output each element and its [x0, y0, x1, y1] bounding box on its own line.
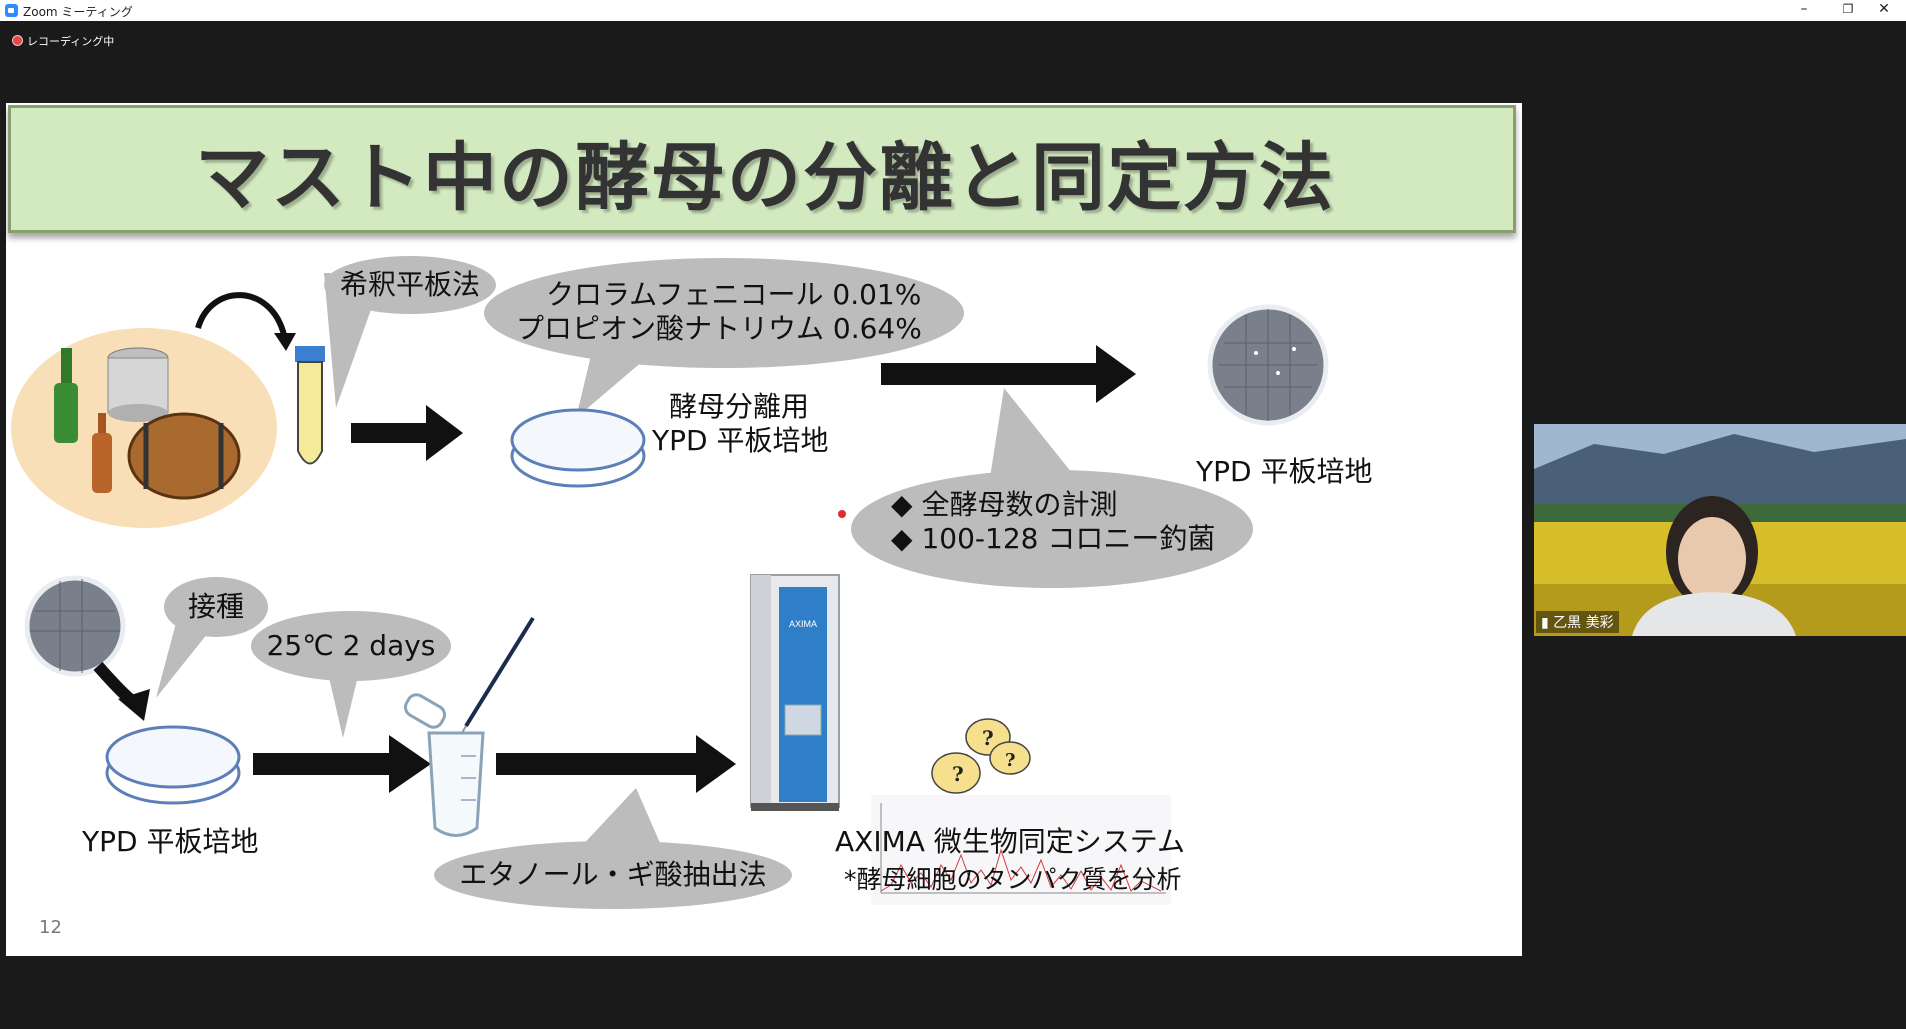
- dilution-bubble: 希釈平板法: [324, 256, 496, 314]
- plate-result-label: YPD 平板培地: [1196, 455, 1373, 488]
- laser-pointer-icon: [838, 510, 846, 518]
- wine-source-illustration: [11, 292, 296, 528]
- system-note: *酵母細胞のタンパク質を分析: [844, 865, 1182, 894]
- count-line-2: ◆ 100-128 コロニー釣菌: [891, 522, 1216, 555]
- window-titlebar: Zoom ミーティング – ❐ ✕: [0, 0, 1906, 21]
- petri-dish-2-icon: [105, 725, 241, 805]
- axima-instrument-image: AXIMA: [750, 574, 840, 811]
- incubation-bubble: 25℃ 2 days: [251, 611, 451, 681]
- extraction-bubble: エタノール・ギ酸抽出法: [434, 841, 792, 909]
- source-plate-photo: [24, 575, 150, 721]
- participant-name: 乙黒 美彩: [1553, 615, 1614, 631]
- plate-bottom-label: YPD 平板培地: [82, 825, 259, 858]
- inoculation-bubble: 接種: [164, 577, 268, 637]
- svg-text:?: ?: [1005, 750, 1016, 771]
- yeast-cells-icon: ? ? ?: [931, 718, 1031, 794]
- close-button[interactable]: ✕: [1878, 1, 1890, 17]
- test-tube-icon: [295, 346, 325, 465]
- arrow-right-4: [496, 735, 736, 793]
- slide-title-banner: マスト中の酵母の分離と同定方法: [8, 105, 1516, 233]
- svg-text:?: ?: [982, 726, 994, 750]
- participant-video-feed: [1534, 424, 1906, 636]
- slide-page-number: 12: [39, 917, 62, 938]
- signal-strength-icon: ▮: [1541, 615, 1549, 631]
- slide-title: マスト中の酵母の分離と同定方法: [195, 135, 1335, 221]
- isolation-label-line-1: 酵母分離用: [669, 390, 810, 423]
- count-line-1: ◆ 全酵母数の計測: [891, 488, 1118, 521]
- svg-text:?: ?: [952, 762, 964, 786]
- dilution-label: 希釈平板法: [339, 268, 480, 301]
- microtube-icon: [403, 616, 535, 837]
- extraction-label: エタノール・ギ酸抽出法: [459, 858, 767, 891]
- antibiotics-bubble: [484, 258, 964, 368]
- count-bubble: [851, 470, 1253, 588]
- arrow-right-1: [351, 405, 463, 461]
- inoculation-bubble-tail: [156, 623, 216, 698]
- shared-slide: マスト中の酵母の分離と同定方法 希釈平板法 クロラムフェニコール 0.01: [6, 103, 1522, 956]
- petri-dish-icon: [510, 408, 646, 488]
- minimize-button[interactable]: –: [1800, 1, 1808, 17]
- restore-button[interactable]: ❐: [1842, 2, 1854, 16]
- recording-icon: [12, 35, 23, 46]
- bullet-icon: ◆: [891, 522, 913, 555]
- recording-indicator[interactable]: レコーディング中: [12, 33, 114, 49]
- bullet-icon: ◆: [891, 488, 913, 521]
- inoculation-label: 接種: [187, 590, 244, 623]
- arrow-right-3: [253, 735, 431, 793]
- participant-video[interactable]: ▮ 乙黒 美彩: [1534, 424, 1906, 636]
- zoom-app-icon: [5, 4, 18, 17]
- window-title: Zoom ミーティング: [23, 5, 133, 19]
- antibiotics-line-1: クロラムフェニコール 0.01%: [546, 278, 922, 311]
- arrow-right-2: [881, 345, 1136, 403]
- participant-name-tag: ▮ 乙黒 美彩: [1536, 611, 1619, 633]
- antibiotics-line-2: プロピオン酸ナトリウム 0.64%: [516, 312, 922, 345]
- colony-plate-photo: [1207, 304, 1329, 426]
- isolation-label-line-2: YPD 平板培地: [652, 424, 829, 457]
- system-label: AXIMA 微生物同定システム: [835, 825, 1185, 858]
- instrument-brand: AXIMA: [789, 619, 817, 629]
- mass-spectrum-image: [871, 795, 1171, 905]
- incubation-label: 25℃ 2 days: [266, 629, 436, 662]
- recording-label: レコーディング中: [27, 35, 115, 48]
